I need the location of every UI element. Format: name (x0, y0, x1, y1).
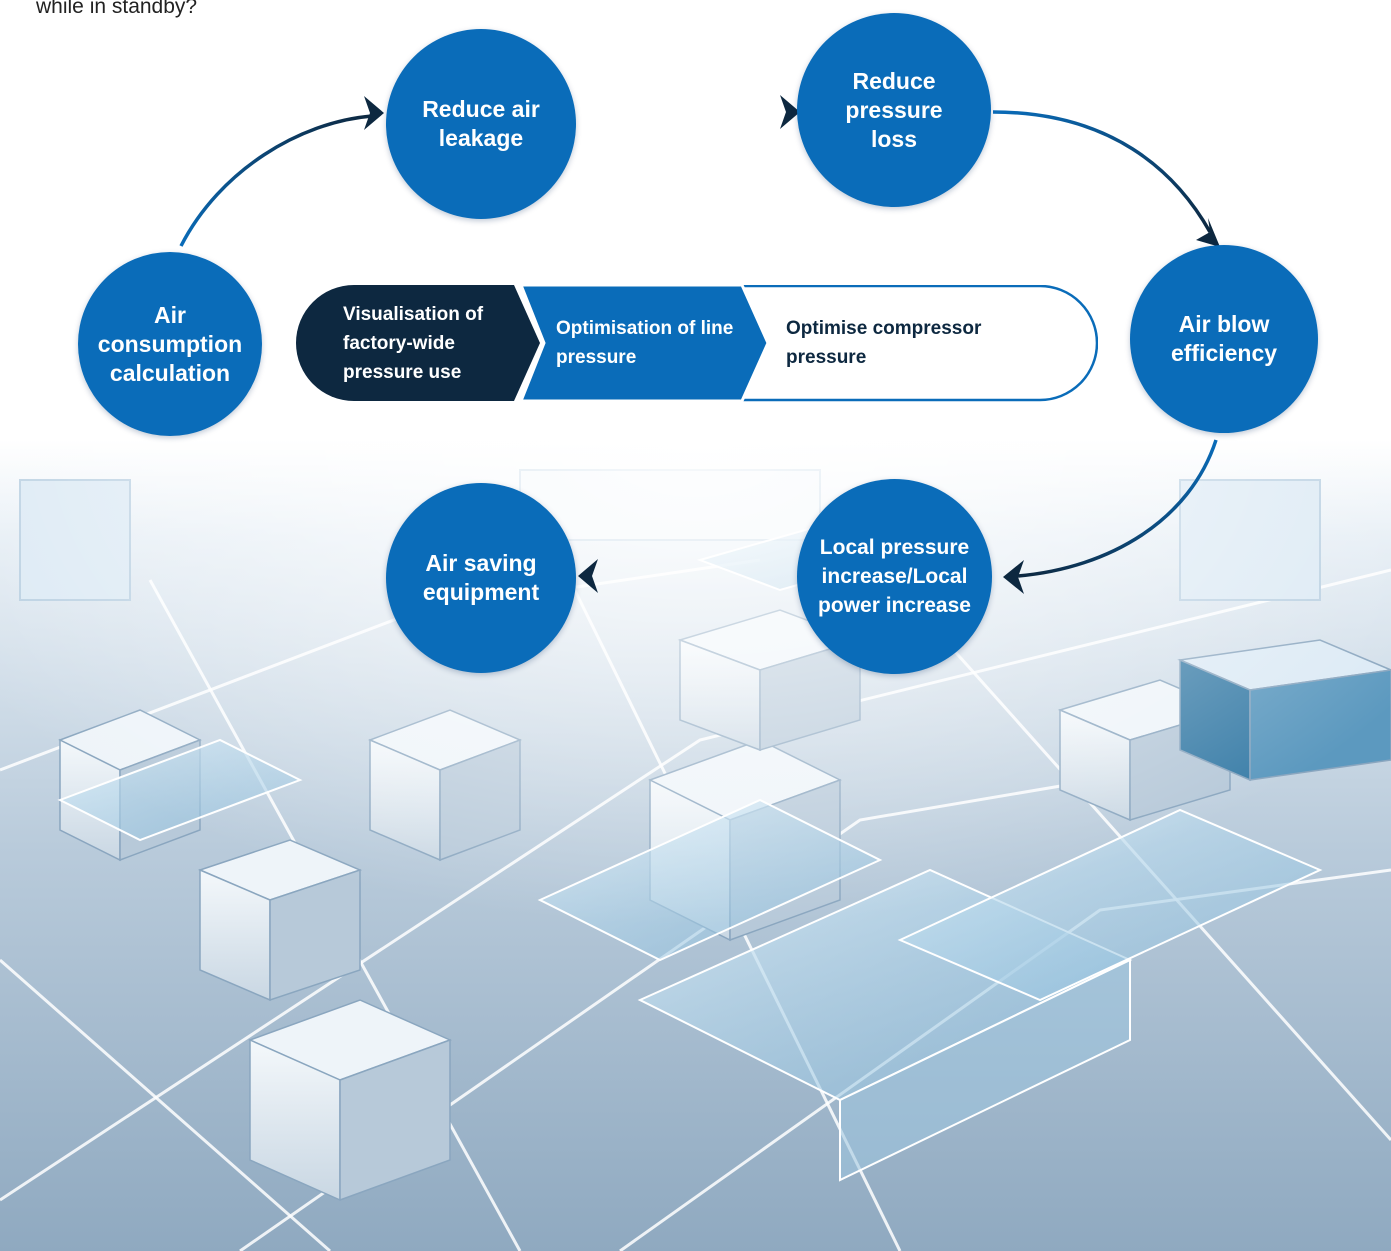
node-reduce-pressure-loss: Reduce pressure loss (797, 13, 991, 207)
node-label: Air saving equipment (422, 550, 540, 605)
arrow-consumption-to-leakage (179, 114, 373, 247)
arrowhead (1196, 218, 1220, 247)
node-air-saving-equipment: Air saving equipment (386, 483, 576, 673)
step-line-pressure-label: Optimisation of line pressure (556, 318, 734, 368)
step-3-shape (740, 285, 1098, 402)
arrow-pressure-loss-to-air-blow (992, 110, 1212, 233)
factory-floor-illustration (0, 440, 1391, 1251)
node-local-pressure-increase: Local pressure increase/Local power incr… (797, 479, 992, 674)
node-air-consumption-calculation: Air consumption calculation (78, 252, 262, 436)
process-steps-bar (296, 285, 1098, 403)
step-1-shape (296, 285, 540, 401)
node-label: Air blow efficiency (1170, 311, 1278, 366)
arrowhead (364, 96, 384, 130)
step-compressor-pressure-label: Optimise compressor pressure (786, 318, 982, 368)
node-label: Air consumption calculation (97, 301, 243, 386)
intro-text: while in standby? (36, 0, 198, 18)
node-reduce-air-leakage: Reduce air leakage (386, 29, 576, 219)
node-label: Reduce pressure loss (845, 67, 943, 152)
node-label: Reduce air leakage (422, 96, 540, 151)
node-air-blow-efficiency: Air blow efficiency (1130, 245, 1318, 433)
step-2-shape (518, 285, 770, 403)
node-label: Local pressure increase/Local power incr… (818, 536, 971, 617)
step-visualisation-label: Visualisation of factory-wide pressure u… (343, 304, 484, 383)
